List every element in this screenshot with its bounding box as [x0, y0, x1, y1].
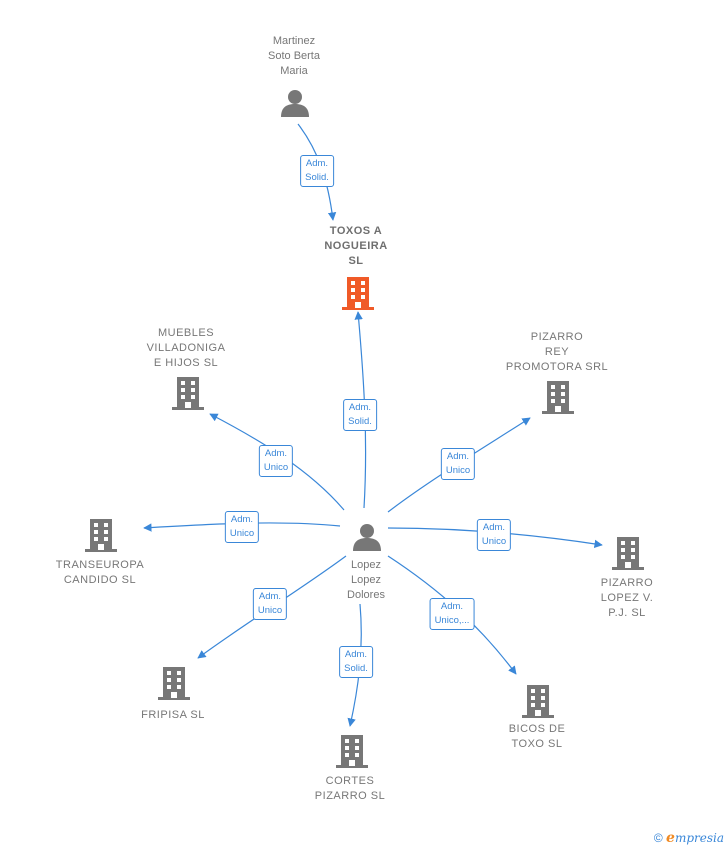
node-pizarro-rey-label[interactable]: PIZARRO REY PROMOTORA SRL: [505, 331, 609, 373]
edge-label-lopez-fripisa: Adm. Unico: [252, 588, 288, 620]
building-icon: [158, 667, 190, 700]
building-icon: [542, 381, 574, 414]
edge-label-martinez-toxos: Adm. Solid.: [300, 155, 334, 187]
edge-label-lopez-muebles: Adm. Unico: [258, 445, 294, 477]
node-transeuropa-label[interactable]: TRANSEUROPA CANDIDO SL: [55, 559, 145, 586]
edge-label-lopez-transeuropa: Adm. Unico: [224, 511, 260, 543]
edge-label-lopez-bicos: Adm. Unico,...: [429, 598, 475, 630]
person-icon: [281, 90, 309, 117]
node-pizarro-lopez-label[interactable]: PIZARRO LOPEZ V. P.J. SL: [600, 577, 654, 619]
building-icon: [342, 277, 374, 310]
edge-label-lopez-pizarro-rey: Adm. Unico: [440, 448, 476, 480]
footer-brand: © empresia: [654, 830, 724, 846]
node-cortes-label[interactable]: CORTES PIZARRO SL: [314, 775, 386, 802]
node-bicos-label[interactable]: BICOS DE TOXO SL: [508, 723, 566, 750]
node-muebles-label[interactable]: MUEBLES VILLADONIGA E HIJOS SL: [146, 327, 226, 369]
building-icon: [522, 685, 554, 718]
node-fripisa-label[interactable]: FRIPISA SL: [141, 709, 205, 721]
building-icon: [172, 377, 204, 410]
edge-label-lopez-pizarro-lopez: Adm. Unico: [476, 519, 512, 551]
node-lopez-label[interactable]: Lopez Lopez Dolores: [347, 559, 385, 601]
copyright-icon: ©: [653, 831, 663, 845]
building-icon: [85, 519, 117, 552]
building-icon: [336, 735, 368, 768]
brand-logo: empresia: [666, 830, 724, 846]
person-icon: [353, 524, 381, 551]
edge-label-lopez-cortes: Adm. Solid.: [339, 646, 373, 678]
edge-label-lopez-toxos: Adm. Solid.: [343, 399, 377, 431]
building-icon: [612, 537, 644, 570]
node-martinez-label[interactable]: Martinez Soto Berta Maria: [268, 35, 320, 77]
node-toxos-label[interactable]: TOXOS A NOGUEIRA SL: [324, 225, 388, 267]
